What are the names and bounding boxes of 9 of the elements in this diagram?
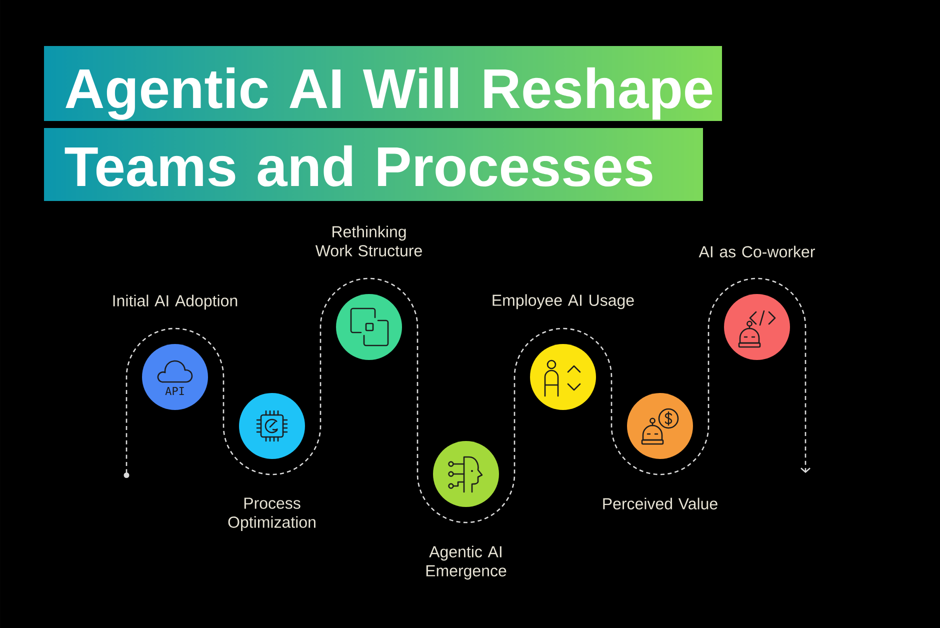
icon-label: API: [165, 387, 184, 395]
step-label: Agentic AI Emergence: [426, 546, 506, 580]
step-label: AI as Co-worker: [698, 246, 815, 258]
title: Agentic AI Will Reshape Teams and Processes: [64, 67, 712, 187]
step-label: Rethinking Work Structure: [315, 226, 422, 256]
step-label: Initial AI Adoption: [113, 294, 238, 310]
step-label: Employee AI Usage: [492, 294, 634, 310]
step-label: Perceived Value: [603, 498, 718, 510]
step-label: Process Optimization: [228, 498, 316, 532]
